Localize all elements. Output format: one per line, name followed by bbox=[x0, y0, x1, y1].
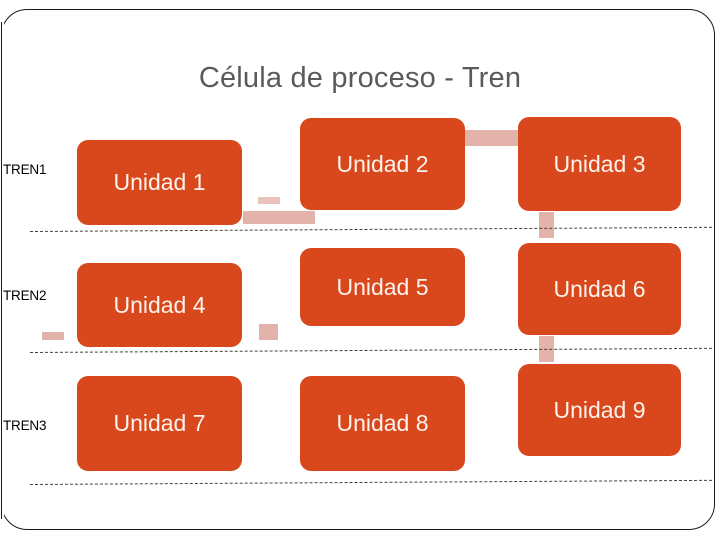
connector-unidad2-unidad3 bbox=[463, 130, 519, 146]
unit-box-unidad-5[interactable]: Unidad 5 bbox=[300, 248, 465, 326]
connector-unidad6-unidad9 bbox=[539, 336, 554, 362]
connector-unidad1-unidad2-upper bbox=[258, 197, 280, 204]
unit-box-unidad-7[interactable]: Unidad 7 bbox=[77, 376, 242, 471]
connector-unidad4-left bbox=[42, 332, 64, 340]
connector-unidad1-unidad2-lower bbox=[243, 211, 315, 224]
tren-label-row-3: TREN3 bbox=[3, 418, 47, 433]
unit-box-unidad-9[interactable]: Unidad 9 bbox=[518, 364, 681, 456]
connector-unidad3-unidad6 bbox=[539, 212, 554, 238]
unit-box-unidad-3[interactable]: Unidad 3 bbox=[518, 117, 681, 211]
tren-label-row-2: TREN2 bbox=[3, 288, 47, 303]
unit-box-unidad-4[interactable]: Unidad 4 bbox=[77, 263, 242, 347]
unit-box-unidad-2[interactable]: Unidad 2 bbox=[300, 118, 465, 210]
tren-label-row-1: TREN1 bbox=[3, 162, 47, 177]
unit-box-unidad-8[interactable]: Unidad 8 bbox=[300, 376, 465, 471]
unit-box-unidad-1[interactable]: Unidad 1 bbox=[77, 140, 242, 225]
unit-box-unidad-6[interactable]: Unidad 6 bbox=[518, 243, 681, 335]
page-title: Célula de proceso - Tren bbox=[198, 62, 522, 94]
connector-unidad4-unidad5 bbox=[259, 324, 278, 340]
frame-left-edge bbox=[1, 22, 3, 519]
